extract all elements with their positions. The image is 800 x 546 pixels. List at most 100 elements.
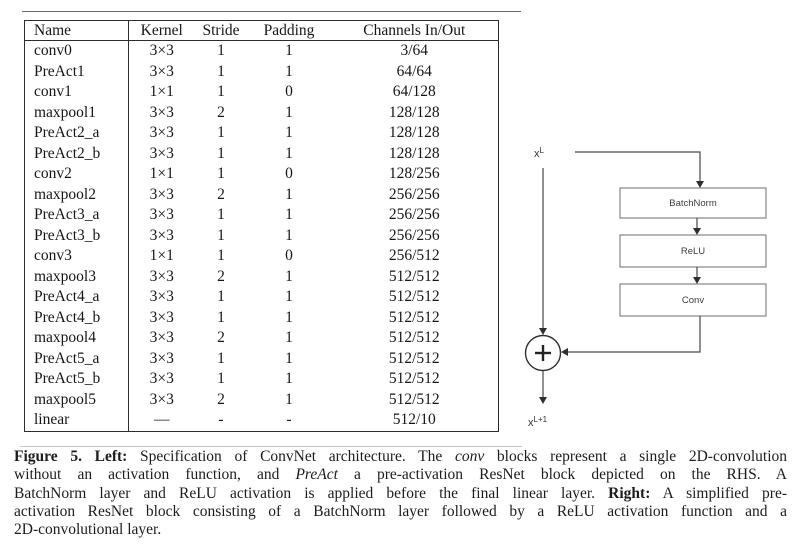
table-cell: conv3 — [24, 246, 129, 267]
table-cell: 0 — [285, 165, 293, 182]
table-cell: PreAct5_a — [24, 348, 129, 369]
table-cell: 1 — [217, 370, 225, 387]
conv-label: Conv — [682, 295, 704, 306]
table-cell: 3×3 — [149, 185, 174, 203]
table-cell: maxpool4 — [24, 328, 129, 349]
table-cell: 1×1 — [149, 165, 174, 182]
table-cell: PreAct4_a — [24, 287, 129, 308]
table-cell: 2 — [217, 103, 225, 121]
table-cell: 512/512 — [388, 288, 440, 305]
column-header: Padding — [247, 20, 331, 41]
table-cell: PreAct2_b — [24, 143, 129, 164]
table-cell: 1 — [285, 185, 293, 203]
table-cell: PreAct3_b — [24, 225, 129, 246]
table-cell: 2 — [217, 390, 225, 408]
table-cell: 512/10 — [392, 411, 436, 428]
arrowhead-into-batchnorm — [696, 181, 704, 188]
table-cell: 1 — [217, 308, 225, 326]
relu-label: ReLU — [681, 246, 705, 257]
relu-box — [619, 234, 767, 268]
table-cell: 1×1 — [149, 247, 174, 264]
table-cell: 256/256 — [388, 226, 440, 244]
column-header: Channels In/Out — [330, 20, 499, 41]
table-cell: PreAct3_a — [24, 205, 129, 226]
table-cell: 64/64 — [396, 62, 432, 80]
table-cell: maxpool1 — [24, 102, 129, 123]
table-cell: 3×3 — [149, 329, 174, 346]
table-cell: 1 — [217, 349, 225, 367]
table-cell: 1 — [217, 144, 225, 162]
table-cell: 1 — [285, 370, 293, 387]
caption-text: activation ResNet block consisting of a … — [14, 502, 787, 520]
table-cell: 0 — [285, 83, 293, 100]
table-cell: 3×3 — [149, 226, 174, 244]
table-cell: 128/256 — [388, 165, 440, 182]
table-cell: maxpool5 — [24, 389, 129, 410]
caption-top-rule — [20, 446, 522, 447]
batchnorm-label: BatchNorm — [669, 198, 717, 209]
column-header: Stride — [194, 20, 248, 41]
table-top-rule — [22, 11, 521, 12]
table-cell: 1 — [217, 62, 225, 80]
table-cell: 512/512 — [388, 267, 440, 285]
conv-to-sum-line — [567, 316, 701, 353]
caption-text: Specification of ConvNet architecture. T… — [127, 448, 455, 465]
table-row: maxpool2 3×3 2 1 256/256 — [24, 184, 499, 205]
table-cell: 1 — [217, 288, 225, 305]
caption-text: Figure 5. — [14, 448, 95, 465]
table-cell: 1 — [285, 144, 293, 162]
table-cell: 3×3 — [149, 103, 174, 121]
table-cell: maxpool3 — [24, 266, 129, 287]
table-cell: 512/512 — [388, 308, 440, 326]
table-cell: 3×3 — [149, 390, 174, 408]
table-cell: 2 — [217, 185, 225, 203]
caption-text: a pre-activation ResNet block depicted o… — [337, 466, 787, 484]
table-cell: linear — [24, 410, 129, 431]
caption-line: Figure 5. Left: Specification of ConvNet… — [14, 448, 787, 466]
resnet-block-svg: xL BatchNorm ReLU Conv — [524, 146, 767, 429]
table-cell: 512/512 — [388, 390, 440, 408]
table-cell: 3×3 — [149, 144, 174, 162]
table-cell: 1 — [285, 42, 293, 59]
table-cell: — — [154, 411, 170, 428]
table-cell: 256/256 — [388, 185, 440, 203]
table-cell: 1 — [285, 288, 293, 305]
table-cell: PreAct5_b — [24, 369, 129, 390]
table-cell: 1 — [217, 226, 225, 244]
table-cell: 1 — [285, 267, 293, 285]
resnet-block-diagram: xL BatchNorm ReLU Conv — [500, 128, 800, 440]
column-header: Name — [24, 20, 129, 41]
caption-text: 2D-convolutional layer. — [14, 521, 162, 539]
table-cell: 3×3 — [149, 124, 174, 141]
caption-text: Left: — [94, 448, 128, 465]
table-cell: maxpool2 — [24, 184, 129, 205]
table-cell: 128/128 — [388, 103, 440, 121]
table-cell: PreAct2_a — [24, 123, 129, 144]
conv-box — [619, 283, 767, 317]
arrowhead-into-sum-top — [539, 328, 547, 335]
table-cell: 512/512 — [388, 370, 440, 387]
caption-line: activation ResNet block consisting of a … — [14, 503, 787, 521]
table-cell: 1 — [285, 308, 293, 326]
caption-text: PreAct — [295, 466, 338, 484]
table-cell: 512/512 — [388, 349, 440, 367]
table-cell: 1 — [217, 165, 225, 182]
table-cell: 1 — [217, 247, 225, 264]
table-cell: 3×3 — [149, 206, 174, 223]
input-to-batchnorm-line — [575, 151, 701, 183]
table-cell: 3×3 — [149, 267, 174, 285]
